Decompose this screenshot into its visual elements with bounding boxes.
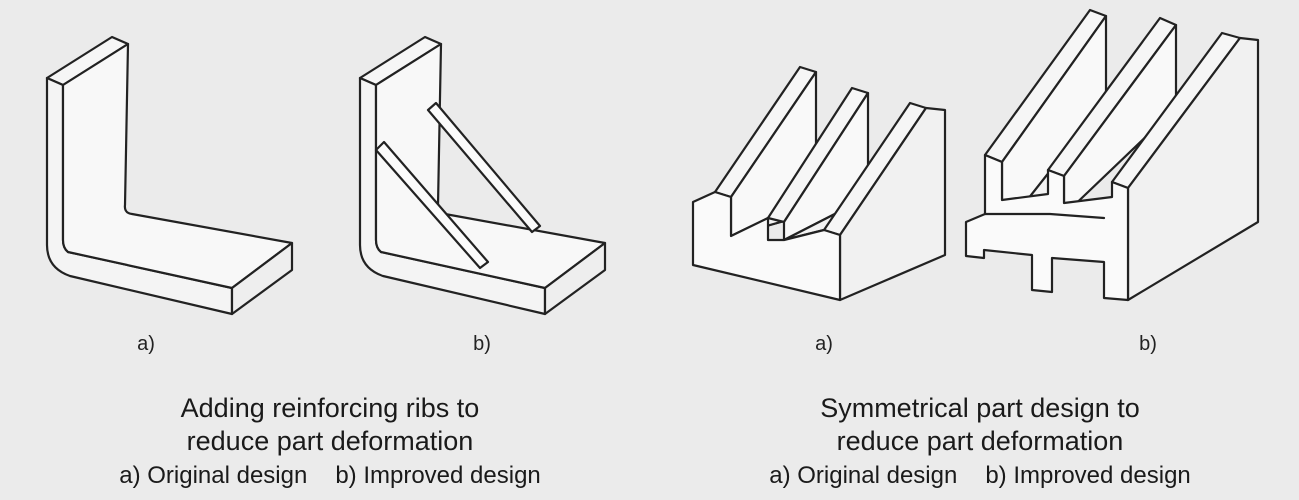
caption-right-line2: reduce part deformation <box>836 426 1124 456</box>
caption-right-sub-b: b) Improved design <box>985 462 1191 489</box>
label-a-left: a) <box>137 333 155 355</box>
label-b-right: b) <box>1139 333 1157 355</box>
l-bracket-original <box>45 35 294 316</box>
channel-original <box>691 65 947 302</box>
caption-right-line1: Symmetrical part design to <box>820 393 1140 423</box>
caption-left-sub-a: a) Original design <box>119 462 308 489</box>
caption-left-line2: reduce part deformation <box>186 426 474 456</box>
caption-right-subtitle: a) Original design b) Improved design <box>769 460 1191 492</box>
caption-left: Adding reinforcing ribs to reduce part d… <box>119 392 541 492</box>
label-b-left: b) <box>473 333 491 355</box>
l-bracket-ribbed <box>358 35 607 316</box>
h-profile-improved <box>964 8 1260 302</box>
caption-left-line1: Adding reinforcing ribs to <box>180 393 480 423</box>
caption-left-sub-b: b) Improved design <box>335 462 541 489</box>
label-a-right: a) <box>815 333 833 355</box>
caption-left-subtitle: a) Original design b) Improved design <box>119 460 541 492</box>
caption-right: Symmetrical part design to reduce part d… <box>769 392 1191 492</box>
caption-right-sub-a: a) Original design <box>769 462 958 489</box>
